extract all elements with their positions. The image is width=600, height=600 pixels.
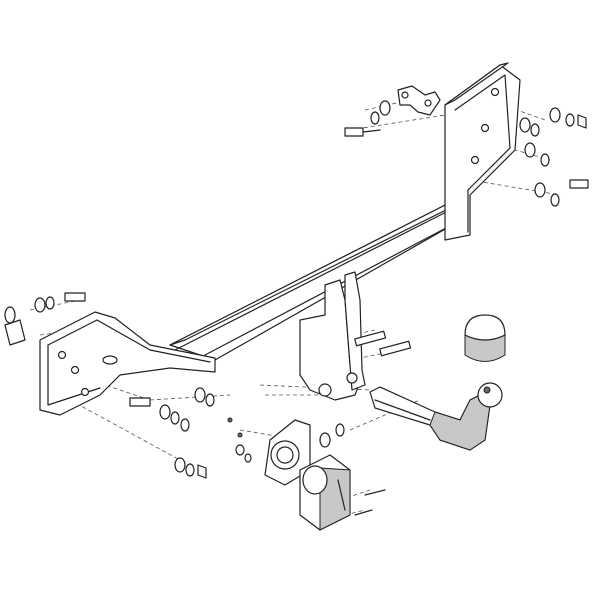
center-receiver [299, 271, 366, 401]
washer [244, 453, 252, 463]
washer [235, 444, 245, 456]
washer [379, 100, 391, 116]
clamp-bracket [397, 85, 441, 116]
bolt-hole [490, 87, 500, 97]
left-bracket-plate [39, 311, 216, 416]
screw [364, 489, 386, 496]
washer [534, 182, 546, 198]
screw [237, 432, 243, 438]
bolt [569, 179, 589, 189]
washer [549, 107, 561, 123]
washer [4, 306, 16, 324]
bolt [379, 340, 412, 357]
washer [34, 297, 46, 313]
towball-cover-cap [464, 314, 506, 362]
nut [577, 114, 587, 129]
bolt-hole [480, 123, 490, 133]
bolt [354, 330, 387, 347]
bolt-hole [424, 99, 432, 107]
detachable-towbar-neck [369, 382, 503, 451]
socket-mounting-plate [264, 419, 311, 486]
washer [319, 432, 331, 448]
bolt-hole [401, 91, 409, 99]
washer [540, 153, 550, 167]
washer [180, 418, 190, 432]
washer [205, 393, 215, 407]
bolt-hole [80, 387, 90, 397]
bolt [64, 292, 86, 302]
bolt [344, 127, 364, 137]
nut [197, 464, 207, 479]
electrical-socket [299, 454, 351, 531]
washer [174, 457, 186, 473]
washer [45, 296, 55, 310]
right-bracket-plate [444, 62, 521, 241]
washer [550, 193, 560, 207]
washer [185, 463, 195, 477]
bolt-hole [470, 155, 480, 165]
washer [170, 411, 180, 425]
washer [519, 117, 531, 133]
washer [194, 387, 206, 403]
bolt-hole [57, 350, 67, 360]
towball [477, 382, 503, 408]
bolt [129, 397, 151, 407]
hardware [4, 100, 589, 516]
washer [530, 123, 540, 137]
screw [227, 417, 233, 423]
bolt-hole [70, 365, 80, 375]
clamp-nut [4, 319, 26, 346]
washer [565, 113, 575, 127]
washer [335, 423, 345, 437]
washer [370, 111, 380, 125]
washer [159, 404, 171, 420]
oval-slot [102, 355, 118, 365]
screw [354, 509, 373, 516]
washer [524, 142, 536, 158]
